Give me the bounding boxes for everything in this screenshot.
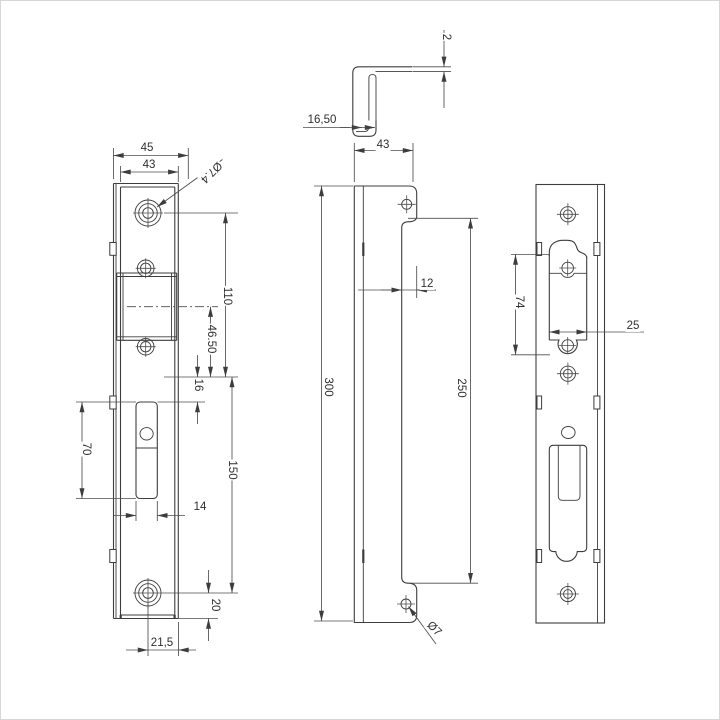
dim-label-plate-width: 45: [139, 141, 155, 155]
dim-label-face-width: 43: [141, 158, 157, 172]
dim-label-thickness-2: 2: [439, 32, 453, 42]
adjust-hole-upper: [135, 258, 156, 279]
adjust-hole-lower: [135, 336, 156, 357]
right-screw-hole-top: [556, 203, 579, 226]
side-view: [353, 185, 418, 624]
dim-label-74: 74: [512, 294, 526, 310]
dim-label-300: 300: [321, 376, 335, 398]
side-hole-bottom: [397, 595, 415, 613]
right-view: [535, 183, 606, 624]
keeper-cutout: [548, 239, 588, 355]
dim-label-16-50: 16,50: [306, 113, 338, 127]
dim-label-46-50: 46.50: [204, 323, 218, 355]
dim-label-250: 250: [454, 377, 468, 399]
dim-label-20: 20: [208, 597, 222, 613]
left-view: [109, 182, 218, 620]
side-view-dimensions: [314, 143, 478, 645]
dim-label-14: 14: [192, 500, 208, 514]
dim-label-21-5: 21,5: [149, 636, 175, 650]
dim-label-110: 110: [220, 285, 234, 307]
latch-cutout: [135, 401, 158, 500]
dim-label-70: 70: [79, 441, 93, 457]
side-hole-top: [397, 195, 416, 214]
dim-label-25: 25: [625, 319, 641, 333]
dim-label-side-width-43: 43: [375, 138, 391, 152]
right-latch-cutout: [548, 444, 588, 562]
screw-hole-top: [133, 198, 163, 228]
dim-label-12: 12: [419, 277, 435, 291]
left-view-dimensions: [76, 148, 238, 656]
oval-hole: [561, 426, 576, 439]
right-screw-hole-bottom: [556, 583, 579, 605]
dim-label-150: 150: [225, 459, 239, 481]
keeper-block: [116, 272, 218, 341]
right-screw-hole-middle: [556, 362, 579, 385]
screw-hole-bottom: [133, 578, 163, 608]
dim-label-16: 16: [191, 377, 205, 393]
